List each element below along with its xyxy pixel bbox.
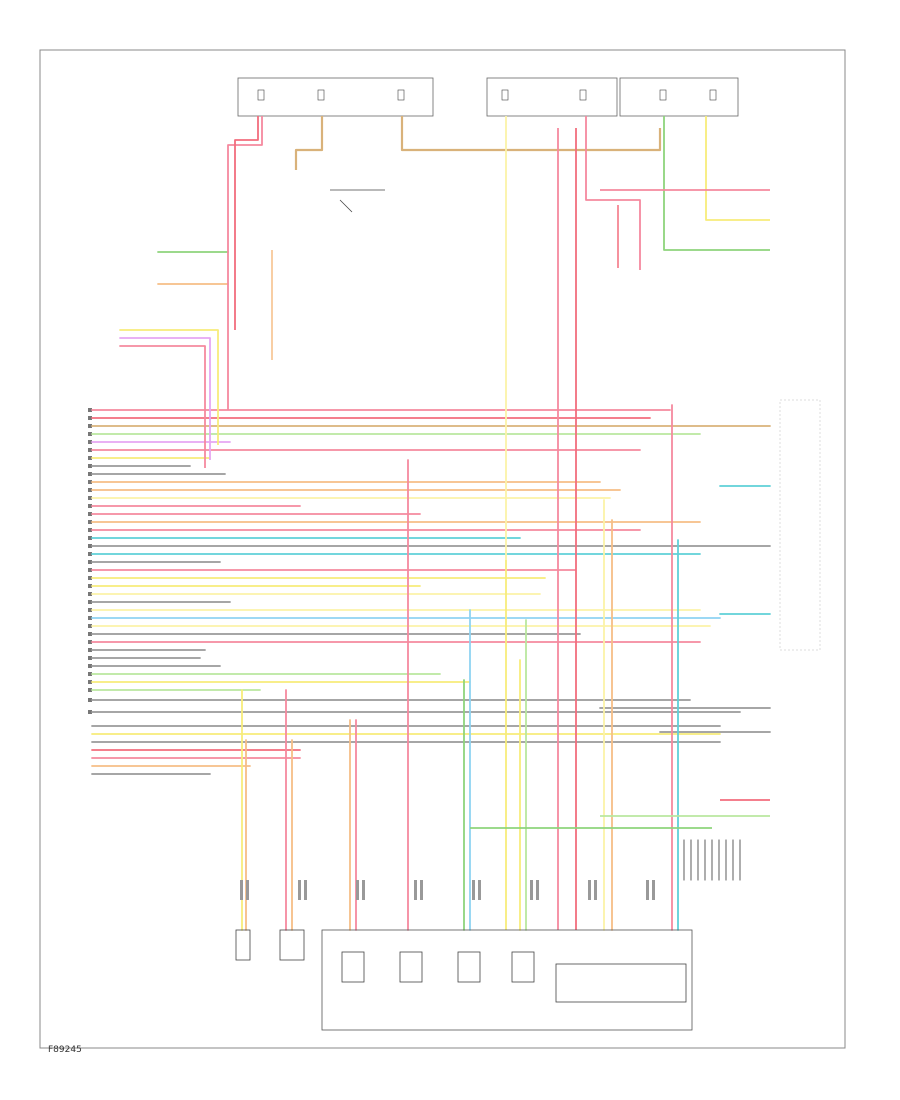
feed-wire [585,116,641,270]
fuse-panel-middle [486,77,618,117]
connector-pin [472,880,475,900]
connector-pin [530,880,533,900]
connector-stubs [240,839,741,900]
connector-pin [240,880,243,900]
connector-pin [588,880,591,900]
pcm-pin [88,512,92,516]
connector-pin [362,880,365,900]
sensor-box-1 [235,929,251,961]
transmission-control-switch [330,189,385,213]
fuse-panel-left [237,77,434,117]
pcm-pin [88,600,92,604]
pcm-pin [88,698,92,702]
feed-wire [227,116,263,410]
solenoid-box-4 [511,951,535,983]
pcm-pin [88,632,92,636]
pcm-pin [88,680,92,684]
pcm-pin [88,424,92,428]
connector-pin [298,880,301,900]
pcm-pin [88,432,92,436]
feed-wire [234,116,259,330]
pcm-pin [88,456,92,460]
connector-pin [646,880,649,900]
transmission-components [235,929,693,1031]
solenoid-box-3 [457,951,481,983]
pcm-pin [88,664,92,668]
feed-wire [705,116,770,221]
pcm-pin [88,640,92,644]
pcm-pin [88,480,92,484]
pcm-pin [88,496,92,500]
solenoid-box-2 [399,951,423,983]
vertical-wires [227,116,770,931]
pcm-pin [88,688,92,692]
pcm-pin [88,440,92,444]
right-switch-stack [779,399,821,651]
connector-pin [414,880,417,900]
pcm-pin [88,472,92,476]
pcm-pin [88,488,92,492]
pcm-pin [88,544,92,548]
pcm-pin [88,464,92,468]
solenoid-box-1 [341,951,365,983]
connector-pin [652,880,655,900]
pcm-pin [88,536,92,540]
connector-pin [478,880,481,900]
pcm-pin [88,560,92,564]
shift-solenoid-block [555,963,687,1003]
feed-wire [663,116,770,251]
pcm-pin [88,672,92,676]
pcm-pin [88,552,92,556]
sensor-box-2 [279,929,305,961]
pcm-pin [88,568,92,572]
fuse-panel-right [619,77,739,117]
connector-pin [420,880,423,900]
pcm-pin [88,408,92,412]
connector-pin [246,880,249,900]
pcm-pin [88,710,92,714]
pcm-pin [88,592,92,596]
connector-pin [536,880,539,900]
pcm-pin [88,448,92,452]
pcm-pin [88,616,92,620]
pcm-pin [88,624,92,628]
diagram-border [39,49,846,1049]
pcm-connector-pins [88,408,92,714]
harness-wires [91,251,771,775]
pcm-pin [88,504,92,508]
connector-pin [594,880,597,900]
pcm-pin [88,520,92,524]
pcm-pin [88,416,92,420]
connector-pin [304,880,307,900]
pcm-pin [88,656,92,660]
diagram-code: F89245 [48,1045,82,1055]
pcm-pin [88,608,92,612]
connector-pin [356,880,359,900]
pcm-pin [88,576,92,580]
feed-wire [400,116,662,152]
pcm-pin [88,648,92,652]
pcm-pin [88,584,92,588]
feed-wire [294,116,324,170]
pcm-pin [88,528,92,532]
